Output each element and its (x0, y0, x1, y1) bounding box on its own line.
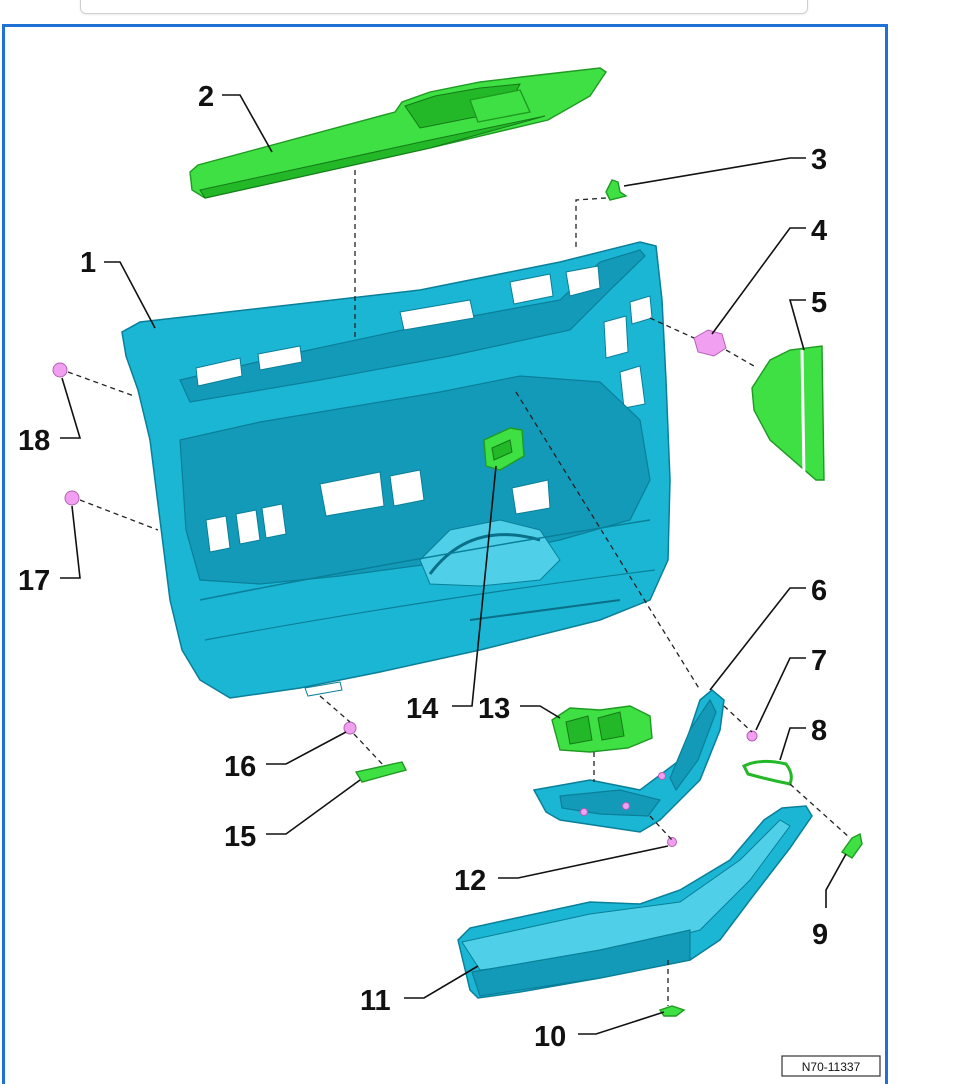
reference-id: N70-11337 (802, 1060, 861, 1074)
callout-number: 14 (406, 693, 438, 725)
callout-number: 12 (454, 865, 486, 897)
callout-number: 16 (224, 751, 256, 783)
callout-number: 3 (811, 144, 827, 176)
top-input-field[interactable] (80, 0, 808, 14)
callout-4: 4 (711, 215, 827, 335)
callout-number: 6 (811, 575, 827, 607)
callout-12: 12 (454, 845, 669, 897)
part-9-clip (840, 832, 863, 859)
callout-15: 15 (224, 779, 361, 853)
part-14-switch (483, 427, 525, 471)
callout-11: 11 (360, 965, 479, 1017)
part-18-clip (52, 362, 68, 378)
callout-number: 2 (198, 81, 214, 113)
callout-number: 7 (811, 645, 827, 677)
callout-18: 18 (18, 377, 82, 457)
callout-14: 14 (406, 465, 497, 725)
part-5-triangle-cover (751, 345, 825, 481)
callout-number: 5 (811, 287, 827, 319)
callout-number: 11 (360, 985, 391, 1017)
part-13-switch-group (551, 705, 653, 753)
callout-9: 9 (812, 853, 847, 951)
callout-number: 1 (80, 247, 96, 279)
callout-16: 16 (224, 731, 347, 783)
callout-number: 8 (811, 715, 827, 747)
part-15-bar (354, 761, 408, 783)
callout-5: 5 (788, 287, 827, 351)
callout-number: 18 (18, 425, 50, 457)
part-10-clip (658, 1005, 686, 1017)
part-4-connector (693, 329, 727, 357)
callout-number: 9 (812, 919, 828, 951)
callout-number: 10 (534, 1021, 566, 1053)
callout-number: 4 (811, 215, 827, 247)
assembly-lines (67, 170, 851, 1006)
callout-7: 7 (755, 645, 827, 731)
callout-number: 13 (478, 693, 510, 725)
callout-8: 8 (779, 715, 827, 761)
callout-10: 10 (534, 1011, 665, 1053)
callout-17: 17 (18, 505, 81, 597)
part-12-clip (667, 837, 677, 847)
part-6-bracket (532, 689, 725, 833)
part-8-ring (741, 759, 793, 786)
callout-number: 15 (224, 821, 256, 853)
part-1-door-panel (121, 241, 671, 699)
part-11-armrest (457, 805, 813, 999)
part-3-clip (605, 179, 628, 201)
part-2-upper-trim (189, 67, 607, 199)
callout-6: 6 (709, 575, 827, 691)
callout-number: 17 (18, 565, 50, 597)
callout-1: 1 (80, 247, 156, 329)
part-7-clip (746, 730, 758, 742)
callout-13: 13 (478, 693, 561, 725)
callout-2: 2 (198, 81, 273, 153)
callout-3: 3 (623, 144, 827, 187)
part-17-clip (64, 490, 80, 506)
reference-id-box: N70-11337 (781, 1055, 881, 1077)
